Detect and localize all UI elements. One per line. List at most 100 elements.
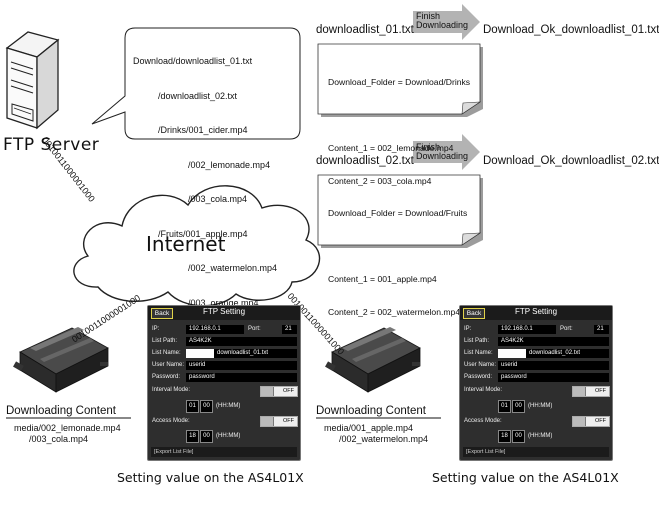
ip-field[interactable]: 192.168.0.1 [186,325,244,334]
access-unit: (HH:MM) [216,433,241,439]
list-path-label: List Path: [152,338,178,344]
toggle-knob [261,417,274,426]
interval-mode-label: Interval Mode: [464,387,503,393]
password-field[interactable]: password [498,373,609,382]
interval-mode-label: Interval Mode: [152,387,191,393]
server-file-list: Download/downloadlist_01.txt /downloadli… [133,33,277,321]
list-path-label: List Path: [464,338,490,344]
server-file-line: Download/downloadlist_01.txt [133,56,253,66]
interval-minute-field[interactable]: 00 [200,400,213,413]
port-field[interactable]: 21 [594,325,609,334]
note-line: Content_2 = 003_cola.mp4 [328,176,432,186]
player-device-1-icon [13,327,109,393]
password-label: Password: [464,374,493,380]
panel-header [148,306,300,320]
access-mode-label: Access Mode: [464,418,502,424]
user-name-field[interactable]: userid [498,361,609,370]
finish-downloading-2: Finish Downloading [416,142,469,161]
list-note-1 [317,43,483,117]
player-device-2-icon [325,327,421,393]
note-line [328,110,470,121]
access-mode-toggle[interactable]: OFF [260,416,298,427]
port-label: Port: [560,326,573,332]
download-ok-file-1: Download_Ok_downloadlist_01.txt [483,24,659,36]
ip-field[interactable]: 192.168.0.1 [498,325,556,334]
user-name-label: User Name: [464,362,497,368]
list-note-2-text: Download_Folder = Download/Fruits Conten… [328,186,467,329]
toggle-knob [573,387,586,396]
list-path-field[interactable]: AS4K2K [186,337,297,346]
access-mode-toggle[interactable]: OFF [572,416,610,427]
server-file-line: /Fruits/001_apple.mp4 [133,228,248,239]
toggle-knob [573,417,586,426]
panel-title: FTP Setting [202,307,246,316]
access-minute-field[interactable]: 00 [512,430,525,443]
ftp-setting-panel-2: FTP Setting Back IP: 192.168.0.1 Port: 2… [459,305,613,461]
setting-caption-2: Setting value on the AS4L01X [432,470,619,485]
list-note-1-text: Download_Folder = Download/Drinks Conten… [328,55,470,198]
toggle-knob [261,387,274,396]
list-file-1: downloadlist_01.txt [316,24,414,36]
access-hour-field[interactable]: 18 [498,430,511,443]
list-note-2 [317,174,483,248]
list-name-label: List Name: [464,350,493,356]
access-hour-field[interactable]: 18 [186,430,199,443]
server-file-line: /002_lemonade.mp4 [133,159,271,170]
note-line: Download_Folder = Download/Fruits [328,208,468,218]
server-file-line: /003_cola.mp4 [133,194,248,204]
server-bubble [91,27,301,140]
password-field[interactable]: password [186,373,297,382]
back-button[interactable]: Back [463,308,485,319]
note-line: Content_1 = 002_lemonade.mp4 [328,143,454,153]
downloading-content-list-1: media/002_lemonade.mp4 /003_cola.mp4 [14,423,121,444]
list-name-prefix [186,349,214,358]
password-label: Password: [152,374,181,380]
list-name-label: List Name: [152,350,181,356]
port-field[interactable]: 21 [282,325,297,334]
finish-arrow-1 [413,4,480,40]
export-list-button[interactable]: [Export List File] [463,447,609,457]
interval-mode-toggle[interactable]: OFF [572,386,610,397]
access-minute-field[interactable]: 00 [200,430,213,443]
back-button[interactable]: Back [151,308,173,319]
downloading-content-title-2: Downloading Content [316,405,426,417]
toggle-state: OFF [595,388,606,394]
toggle-state: OFF [283,388,294,394]
port-label: Port: [248,326,261,332]
ip-label: IP: [464,326,472,332]
server-icon [5,31,60,130]
downloading-content-list-2: media/001_apple.mp4 /002_watermelon.mp4 [324,423,429,444]
ip-label: IP: [152,326,160,332]
interval-mode-toggle[interactable]: OFF [260,386,298,397]
user-name-field[interactable]: userid [186,361,297,370]
list-file-2: downloadlist_02.txt [316,155,414,167]
note-line [328,241,467,252]
interval-hour-field[interactable]: 01 [498,400,511,413]
downloading-content-title-1: Downloading Content [6,405,116,417]
ftp-server-label: FTP Server [3,135,100,155]
interval-unit: (HH:MM) [528,403,553,409]
finish-arrow-2 [413,134,480,170]
list-name-prefix [498,349,526,358]
toggle-state: OFF [595,418,606,424]
user-name-label: User Name: [152,362,185,368]
interval-minute-field[interactable]: 00 [512,400,525,413]
server-file-line: /downloadlist_02.txt [133,90,238,101]
note-line: Content_1 = 001_apple.mp4 [328,274,437,284]
list-path-field[interactable]: AS4K2K [498,337,609,346]
interval-hour-field[interactable]: 01 [186,400,199,413]
internet-label: Internet [146,232,226,256]
access-unit: (HH:MM) [528,433,553,439]
access-mode-label: Access Mode: [152,418,190,424]
interval-unit: (HH:MM) [216,403,241,409]
list-name-field[interactable]: downloadlist_02.txt [526,349,609,358]
export-list-button[interactable]: [Export List File] [151,447,297,457]
panel-header [460,306,612,320]
server-file-line: /Drinks/001_cider.mp4 [133,125,248,135]
list-name-field[interactable]: downloadlist_01.txt [214,349,297,358]
ftp-setting-panel-1: FTP Setting Back IP: 192.168.0.1 Port: 2… [147,305,301,461]
note-line: Download_Folder = Download/Drinks [328,77,471,87]
finish-downloading-1: Finish Downloading [416,11,469,30]
panel-title: FTP Setting [514,307,558,316]
